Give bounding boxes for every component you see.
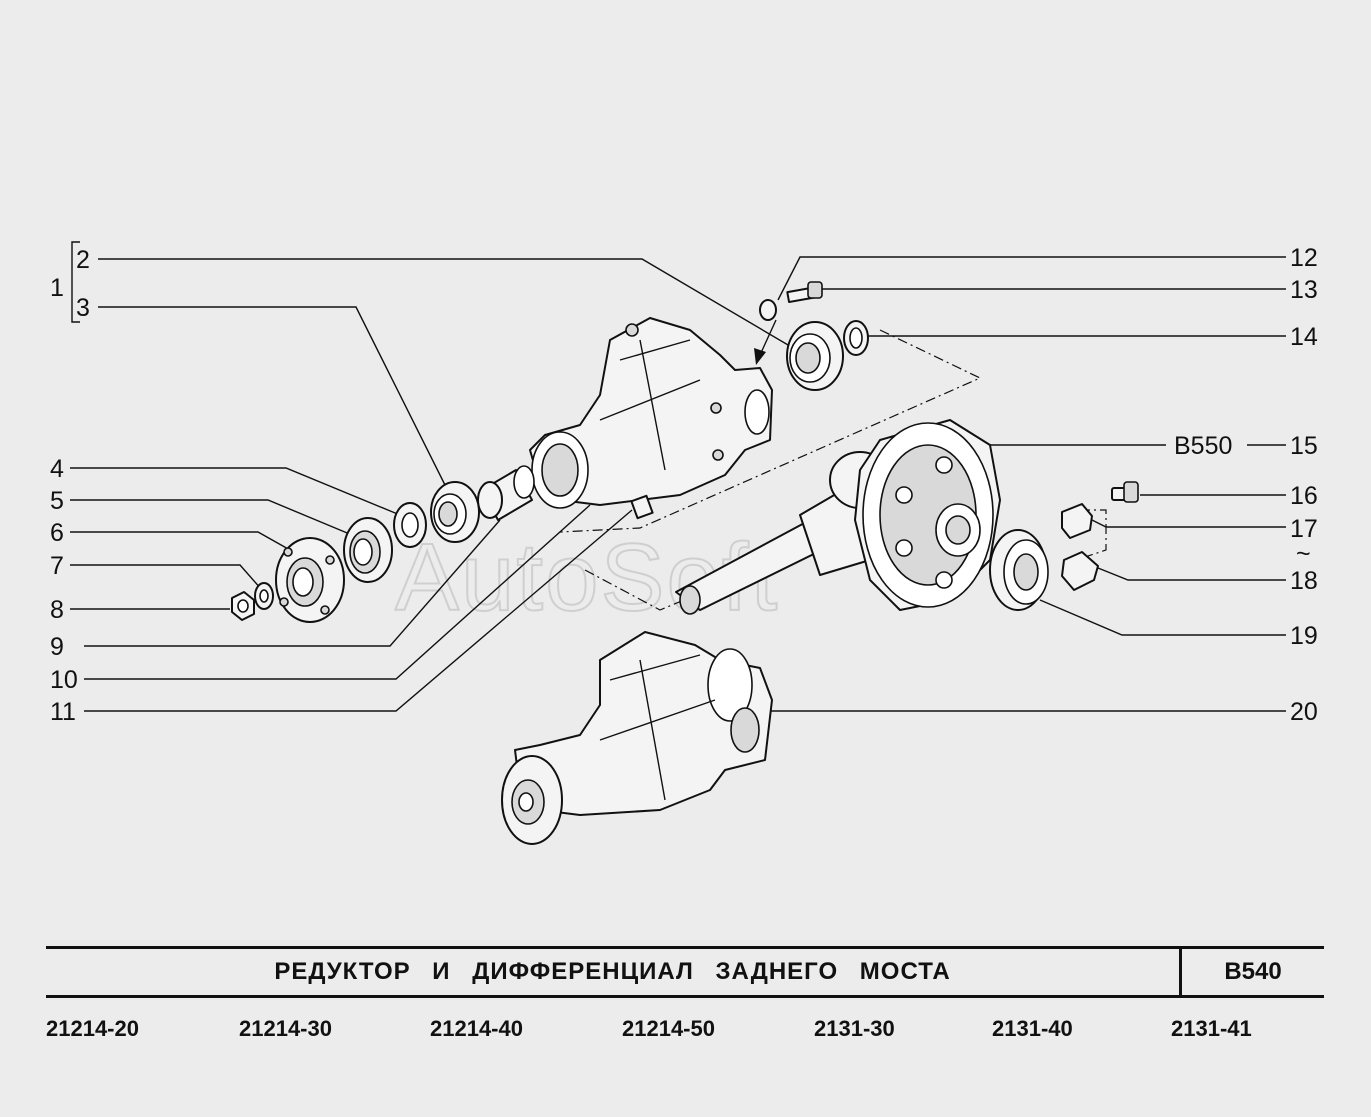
washer-part-7 [254, 582, 274, 610]
callout-14: 14 [1290, 323, 1318, 351]
callout-12: 12 [1290, 244, 1318, 272]
tilde-mark: ~ [1296, 540, 1311, 568]
page-title: РЕДУКТОР И ДИФФЕРЕНЦИАЛ ЗАДНЕГО МОСТА [274, 958, 951, 985]
ref-code-b550: B550 [1174, 432, 1232, 460]
callout-3: 3 [76, 294, 90, 322]
bearing-part-2 [786, 321, 844, 391]
leader-lines [70, 241, 1286, 712]
lock-plate-part-17 [1061, 503, 1093, 539]
callout-labels: 1 2 3 4 5 6 7 8 9 10 11 12 13 14 15 B550… [50, 244, 1318, 726]
callout-10: 10 [50, 666, 78, 694]
callout-15: 15 [1290, 432, 1318, 460]
callout-18: 18 [1290, 567, 1318, 595]
callout-17: 17 [1290, 515, 1318, 543]
lock-plate-part-12 [759, 299, 777, 321]
adjusting-nut-part-19 [989, 529, 1049, 611]
bolt-part-13 [786, 281, 823, 304]
model-code: 2131-41 [1171, 1016, 1252, 1041]
callout-2: 2 [76, 246, 90, 274]
gearbox-housing [529, 317, 773, 509]
bearing-part-3 [430, 481, 480, 543]
model-code: 2131-40 [992, 1016, 1073, 1041]
section-code: B540 [1224, 958, 1282, 985]
model-code: 2131-30 [814, 1016, 895, 1041]
model-list: 21214-20 21214-30 21214-40 21214-50 2131… [46, 1016, 1326, 1046]
nut-part-8 [231, 591, 255, 621]
callout-20: 20 [1290, 698, 1318, 726]
model-code: 21214-40 [430, 1016, 523, 1041]
title-bar: РЕДУКТОР И ДИФФЕРЕНЦИАЛ ЗАДНЕГО МОСТА B5… [46, 946, 1324, 998]
washer-part-4 [393, 502, 427, 548]
model-code: 21214-20 [46, 1016, 139, 1041]
lock-plate-part-18 [1061, 551, 1099, 591]
callout-16: 16 [1290, 482, 1318, 510]
callout-11: 11 [50, 698, 76, 726]
callout-7: 7 [50, 552, 64, 580]
callout-13: 13 [1290, 276, 1318, 304]
assembled-reducer-part-20 [501, 631, 773, 845]
callout-4: 4 [50, 455, 64, 483]
bolt-part-16 [1111, 481, 1139, 503]
seal-part-5 [343, 517, 393, 583]
callout-1: 1 [50, 274, 64, 302]
callout-5: 5 [50, 487, 64, 515]
callout-9: 9 [50, 633, 64, 661]
callout-19: 19 [1290, 622, 1318, 650]
model-code: 21214-30 [239, 1016, 332, 1041]
model-code: 21214-50 [622, 1016, 715, 1041]
callout-8: 8 [50, 596, 64, 624]
differential-assembly [675, 419, 1001, 615]
ring-part-14 [843, 320, 869, 356]
flange-part-6 [275, 537, 345, 623]
spacer-part-9 [477, 465, 535, 521]
sleeve-part-10 [630, 494, 654, 520]
callout-6: 6 [50, 519, 64, 547]
title-divider [1179, 949, 1182, 995]
